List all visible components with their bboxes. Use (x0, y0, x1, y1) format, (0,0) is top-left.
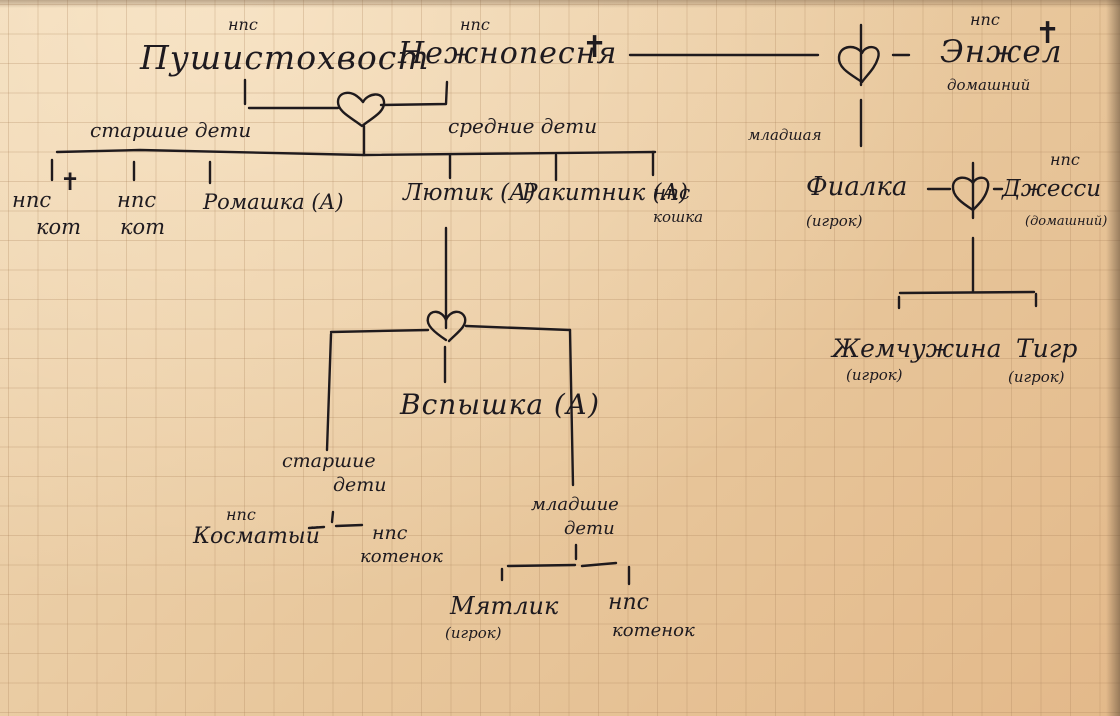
youngest-label: младшая (748, 126, 822, 144)
jessie-name: Джесси (1002, 176, 1102, 202)
violet-children-bar (898, 290, 1036, 295)
kitten1-nps-tag: нпс (372, 522, 408, 544)
elder-grandchildren-label-line1: старшие (282, 450, 376, 472)
younger-grandchildren-label-line1: младшие (531, 494, 619, 515)
elder-children-bar (55, 148, 366, 157)
other-partner-name: Энжел (940, 34, 1063, 70)
pearl-name: Жемчужина (832, 334, 1002, 363)
kitten2-nps-tag: нпс (608, 590, 649, 615)
founder1-name: Пушистохвост (140, 38, 430, 77)
other-heart-icon (837, 45, 880, 84)
middle-children-label: средние дети (448, 114, 598, 138)
elder-children-label: старшие дети (90, 118, 252, 142)
founder2-deceased-cross-icon: ✝ (582, 30, 608, 65)
middle-child2-name: Ракитник (А) (522, 180, 688, 206)
kitten1-name: котенок (360, 546, 443, 567)
elder-child1-name: кот (36, 215, 82, 239)
other-partner-deceased-cross-icon: ✝ (1035, 16, 1061, 51)
elder-grandchildren-label-line2: дети (333, 474, 387, 496)
founders-heart-icon (336, 91, 386, 128)
violet-heart-icon (951, 176, 990, 212)
founders-bar-right (379, 80, 449, 107)
other-partner-note: домашний (947, 76, 1031, 94)
paper-edge-shadow (1106, 0, 1120, 716)
jessie-note: (домашний) (1025, 214, 1108, 229)
middle-child1-name: Лютик (А) (403, 180, 536, 206)
younger-branch-line (568, 328, 575, 487)
elder-child1-deceased-cross-icon: ✝ (60, 168, 81, 196)
elder-branch-line (325, 332, 333, 452)
founder2-nps-tag: нпс (460, 15, 490, 34)
elder-child2-tag: нпс (117, 188, 157, 212)
kitten2-name: котенок (612, 620, 695, 641)
violet-name: Фиалка (806, 172, 908, 202)
jessie-nps-tag: нпс (1050, 150, 1080, 169)
shaggy-nps-tag: нпс (226, 505, 256, 524)
buttercup-heart-icon (426, 310, 467, 343)
paper-top-shadow (0, 0, 1120, 8)
middle-children-bar (362, 150, 657, 157)
younger-kids-bar (506, 561, 618, 568)
tiger-note: (игрок) (1008, 368, 1065, 386)
mint-name: Мятлик (450, 592, 559, 620)
flash-name: Вспышка (А) (400, 388, 600, 421)
tiger-name: Тигр (1016, 334, 1078, 363)
elder-kids-stem (330, 510, 335, 524)
buttercup-bar-left (329, 328, 430, 334)
pearl-note: (игрок) (846, 366, 903, 384)
other-partner-nps-tag: нпс (970, 10, 1000, 29)
elder-child1-tag: нпс (12, 188, 52, 212)
violet-note: (игрок) (806, 212, 863, 230)
mint-note: (игрок) (445, 624, 502, 642)
elder-child3-name: Ромашка (А) (203, 190, 344, 214)
elder-kids-bar-right (334, 523, 364, 528)
shaggy-name: Косматый (193, 524, 320, 549)
middle-child3-tag: нпс (653, 180, 691, 204)
middle-child3-name: кошка (653, 208, 704, 226)
elder-child2-name: кот (120, 215, 166, 239)
buttercup-bar-right (464, 324, 572, 332)
founder1-nps-tag: нпс (228, 15, 258, 34)
founder2-name: Нежнопесня (398, 36, 618, 71)
elder-kids-bar-left (307, 525, 326, 530)
younger-grandchildren-label-line2: дети (564, 518, 615, 539)
